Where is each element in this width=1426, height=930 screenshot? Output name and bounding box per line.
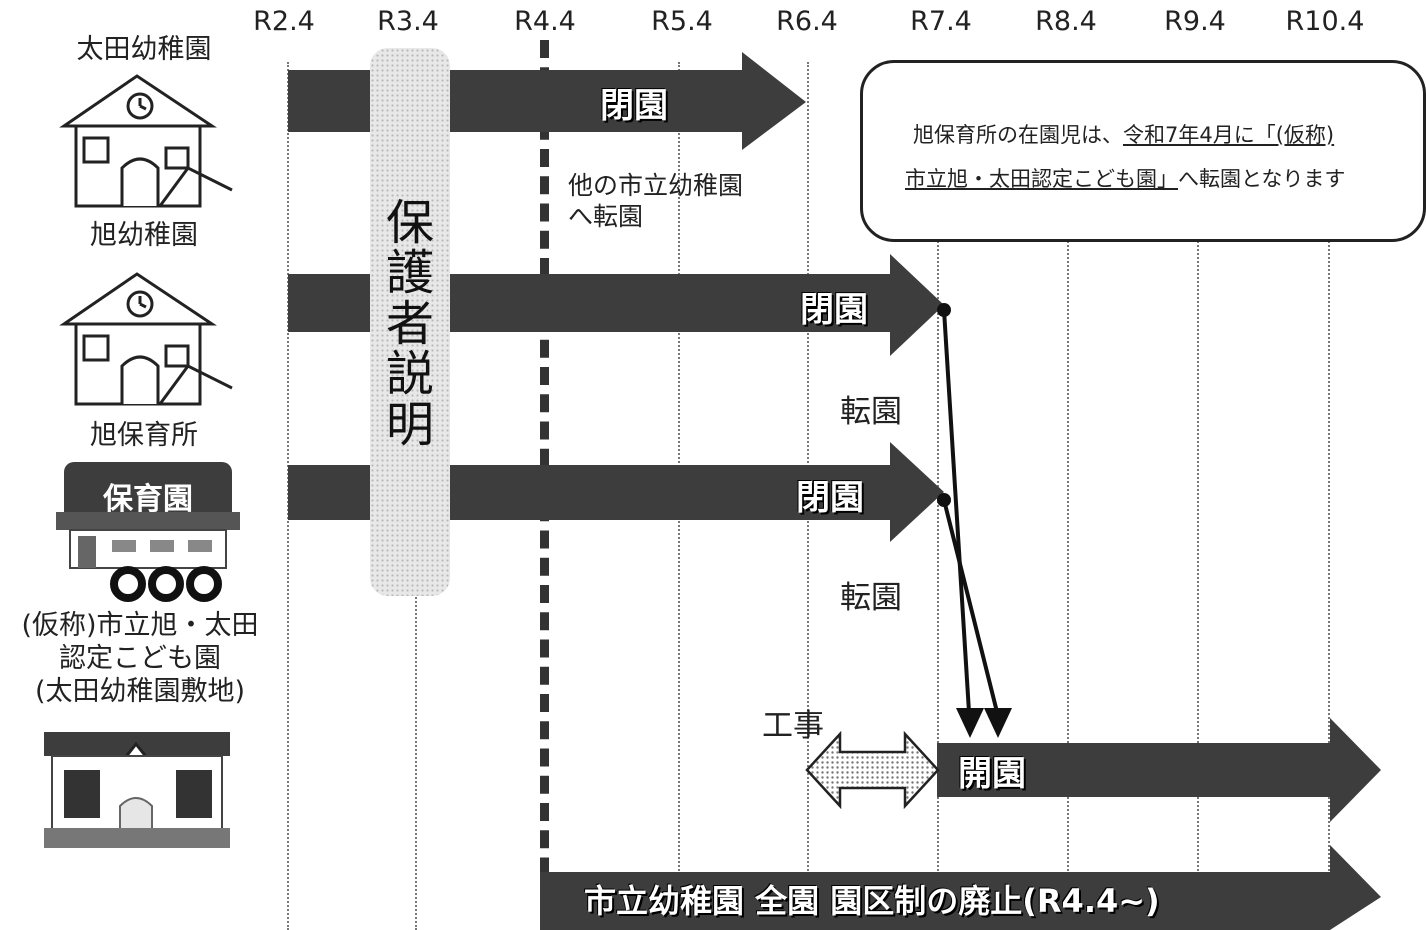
asahi-nursery-closure-arrow [288, 442, 944, 542]
transfer-other-note: 他の市立幼稚園 へ転園 [568, 170, 743, 233]
ota-closure-label: 閉園 [600, 86, 668, 126]
note-line1-plain: 旭保育所の在園児は、 [913, 123, 1123, 147]
abolition-arrow [540, 845, 1381, 930]
opening-arrow [937, 718, 1381, 822]
grid-line [1328, 62, 1330, 930]
note-line2-underlined: 市立旭・太田認定こども園」 [905, 167, 1178, 191]
period-r9-4: R9.4 [1164, 6, 1226, 37]
abolition-label: 市立幼稚園 全園 園区制の廃止(R4.4~) [584, 882, 1160, 920]
note-line1-underlined: 令和7年4月に「(仮称) [1123, 123, 1335, 147]
period-r4-4: R4.4 [514, 6, 576, 37]
transfer-arrowhead [984, 708, 1012, 738]
note-line-2: 市立旭・太田認定こども園」へ転園となります [905, 163, 1345, 193]
transfer-arrowhead [956, 708, 984, 738]
facility-asahi-kg: 旭幼稚園 [90, 220, 198, 251]
facility-ota: 太田幼稚園 [76, 34, 212, 65]
facility-new-line2: 認定こども園 [59, 642, 221, 674]
note-box: 旭保育所の在園児は、令和7年4月に「(仮称) 市立旭・太田認定こども園」へ転園と… [860, 60, 1426, 242]
asahi-nursery-closure-label: 閉園 [796, 478, 864, 518]
period-r10-4: R10.4 [1285, 6, 1365, 37]
facility-new-line3: (太田幼稚園敷地) [34, 675, 246, 707]
transfer-other-line1: 他の市立幼稚園 [568, 171, 744, 200]
kodomo-en-building-icon [44, 732, 230, 848]
nursery-sign: 保育園 [103, 482, 193, 517]
period-r8-4: R8.4 [1035, 6, 1097, 37]
construction-double-arrow [805, 730, 940, 810]
period-r7-4: R7.4 [910, 6, 972, 37]
construction-label: 工事 [762, 708, 824, 744]
parent-briefing-label: 保護者説明 [385, 195, 434, 453]
parent-briefing-box: 保護者説明 [370, 48, 450, 596]
grid-line [1197, 62, 1199, 930]
transfer-other-line2: へ転園 [568, 202, 644, 232]
kindergarten-icon [59, 272, 233, 406]
nursery-building-icon [56, 462, 240, 602]
transfer-label-asahi-kg: 転園 [840, 394, 902, 430]
kindergarten-icon [59, 74, 233, 208]
note-line2-plain: へ転園となります [1178, 167, 1346, 191]
facility-new-line1: (仮称)市立旭・太田 [21, 610, 259, 641]
period-r5-4: R5.4 [651, 6, 713, 37]
facility-asahi-nursery: 旭保育所 [90, 420, 198, 451]
period-r6-4: R6.4 [776, 6, 838, 37]
transfer-label-asahi-nursery: 転園 [840, 580, 902, 616]
facility-new-kodomo-en: (仮称)市立旭・太田 認定こども園 (太田幼稚園敷地) [4, 610, 276, 709]
note-line-1: 旭保育所の在園児は、令和7年4月に「(仮称) [913, 119, 1334, 149]
opening-label: 開園 [958, 754, 1026, 794]
asahi-kg-closure-arrow [288, 254, 944, 356]
grid-line [1067, 62, 1069, 930]
ota-closure-arrow [288, 52, 806, 150]
period-r3-4: R3.4 [377, 6, 439, 37]
period-r2-4: R2.4 [253, 6, 315, 37]
asahi-kg-closure-label: 閉園 [800, 290, 868, 330]
